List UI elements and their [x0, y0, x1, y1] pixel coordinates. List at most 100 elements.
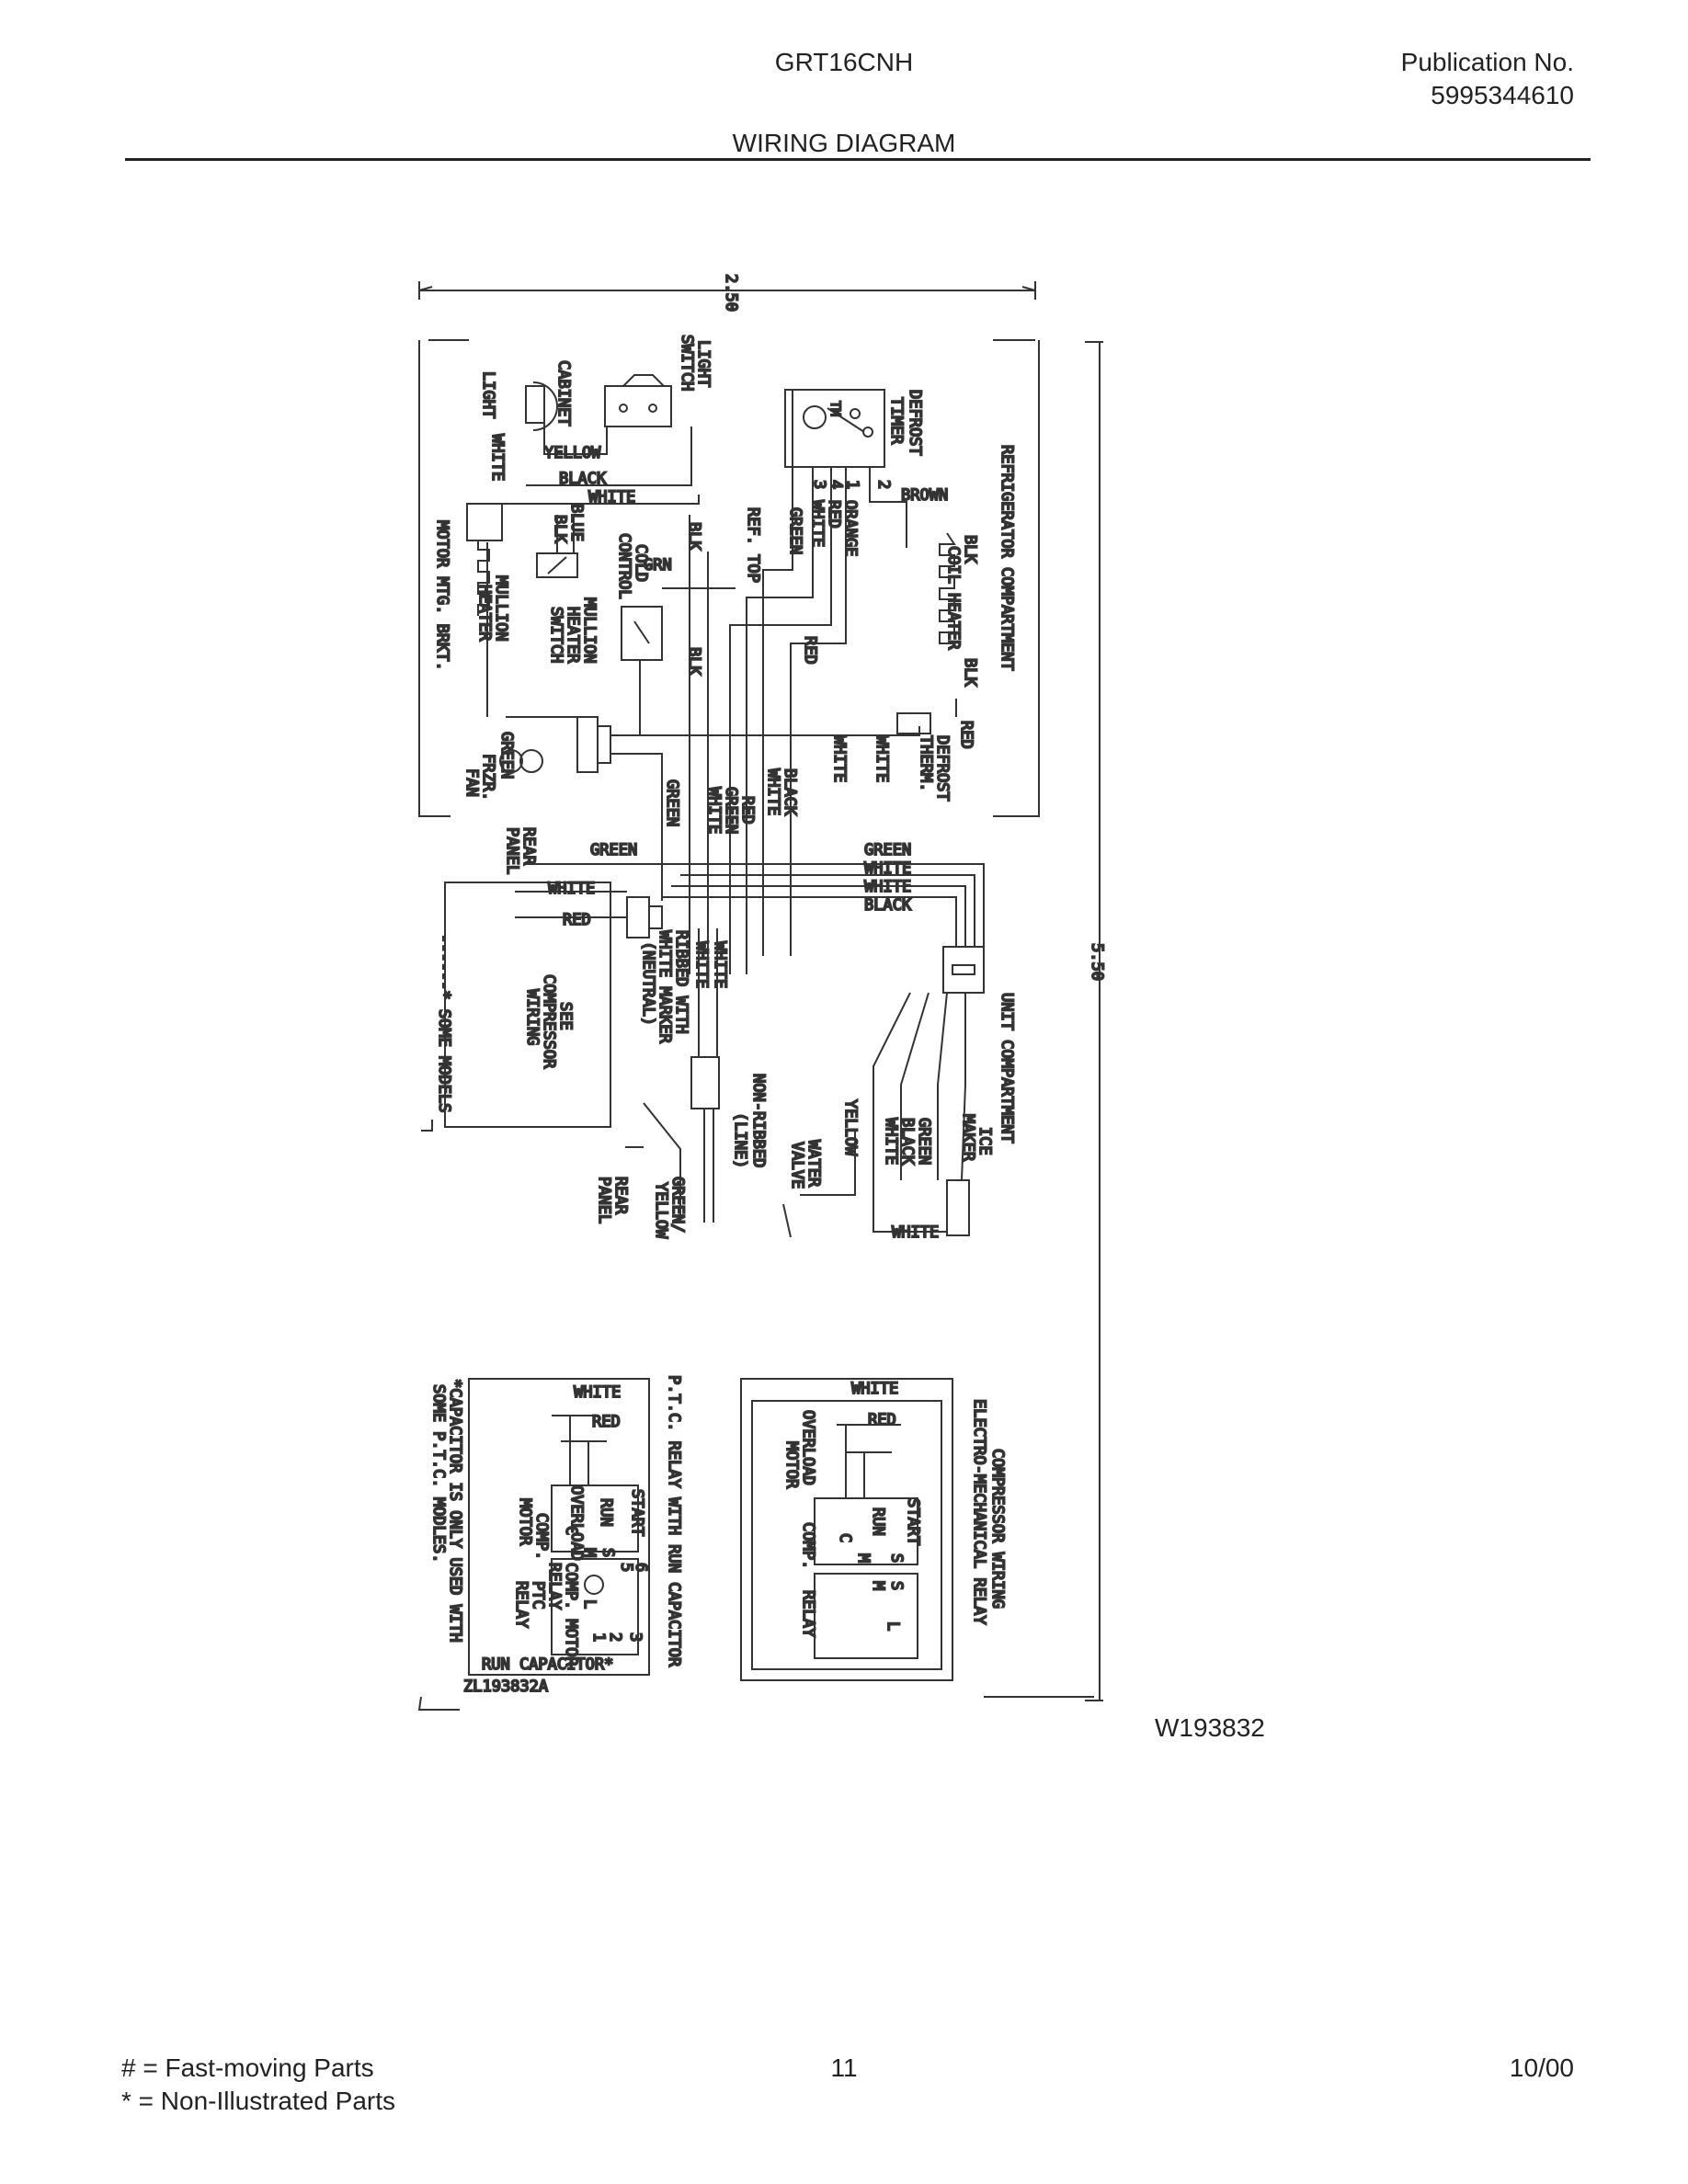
legend-non-illustrated: * = Non-Illustrated Parts — [121, 2087, 396, 2115]
ice-maker-label-2: MAKER — [959, 1114, 977, 1162]
em-m-label: M — [854, 1553, 873, 1563]
wire-red-therm-label: RED — [957, 721, 975, 749]
dim-width-label: 2.50 — [722, 274, 740, 312]
defrost-therm-label-2: THERM. — [917, 735, 935, 791]
ptc-relay2-label: RELAY — [512, 1581, 530, 1628]
wire-blk-coil-1: BLK — [961, 535, 979, 563]
page-title: WIRING DIAGRAM — [732, 129, 956, 157]
wire-white-label: WHITE — [588, 488, 635, 506]
green-yellow-label-1: GREEN/ — [668, 1177, 687, 1233]
em-c-label: C — [836, 1533, 854, 1542]
ptc-comp-label: COMP. — [532, 1513, 551, 1560]
ptc-start-label: START — [628, 1489, 646, 1536]
publication-number: 5995344610 — [1431, 81, 1574, 109]
model-number: GRT16CNH — [774, 48, 914, 76]
wire-white-vert3-label: WHITE — [705, 787, 724, 834]
date-code: 10/00 — [1509, 2053, 1574, 2082]
wire-white-therm-label: WHITE — [873, 735, 891, 782]
light-switch-label-2: SWITCH — [678, 335, 696, 391]
rear-panel-label-1: REAR — [519, 827, 538, 866]
defrost-timer-icon — [784, 389, 885, 468]
rear-panel-label-2: PANEL — [503, 827, 521, 874]
cold-control-label-1: COLD — [632, 544, 650, 582]
mullion-switch-label-1: MULLION — [580, 597, 599, 664]
wire-black-ice-label: BLACK — [898, 1118, 917, 1166]
em-s-label: S — [887, 1553, 906, 1563]
wire-green-fan-label: GREEN — [497, 732, 516, 779]
ref-top-label: REF. TOP — [744, 507, 762, 583]
mullion-switch-label-2: HEATER — [564, 607, 582, 664]
ice-maker-icon — [946, 1179, 970, 1236]
em-white-label: WHITE — [851, 1380, 898, 1398]
water-valve-label-2: VALVE — [788, 1142, 806, 1189]
unit-connector-icon — [942, 946, 985, 994]
wire-red-mid-label: RED — [801, 636, 819, 665]
timer-terminal-4: 4 — [827, 480, 845, 489]
coil-heater-icon — [939, 532, 956, 644]
wire-green-ice-label: GREEN — [915, 1118, 933, 1165]
ptc-1-label: 1 — [589, 1632, 608, 1642]
page-number: 11 — [830, 2053, 858, 2082]
wire-white-vert2-label: WHITE — [764, 768, 782, 815]
defrost-timer-label-1: DEFROST — [906, 390, 924, 456]
wire-paths — [486, 390, 985, 1238]
em-relay-diagram — [740, 1378, 953, 1681]
wire-white-harness2-label: WHITE — [692, 941, 711, 988]
wire-white-therm2-label: WHITE — [830, 735, 849, 782]
see-compressor-label-2: COMPRESSOR — [540, 974, 558, 1069]
wire-white-timer-label: WHITE — [808, 500, 827, 547]
wire-blk-top-label: BLK — [685, 522, 703, 551]
drawing-number: ZL193832A — [463, 1678, 548, 1696]
rear-panel-lower-label-2: PANEL — [595, 1177, 613, 1223]
ice-maker-label-1: ICE — [975, 1127, 994, 1155]
frzr-fan-label-2: FAN — [462, 768, 481, 797]
ptc-red-label: RED — [592, 1413, 621, 1431]
wire-white-harness-label: WHITE — [711, 941, 729, 988]
frzr-fan-label-1: FRZR. — [479, 754, 497, 801]
wire-white-vert-label: WHITE — [488, 434, 507, 481]
em-l-label: L — [884, 1621, 902, 1631]
defrost-therm-label-1: DEFROST — [933, 735, 952, 802]
ptc-motor-label: MOTOR — [516, 1498, 534, 1546]
wire-green-panel-label: GREEN — [590, 841, 637, 859]
ptc-5-label: 5 — [617, 1563, 635, 1572]
timer-terminal-3: 3 — [810, 480, 828, 489]
header-rule — [125, 158, 1591, 161]
mullion-heater-label-2: HEATER — [475, 585, 494, 642]
wire-green-vert2-label: GREEN — [663, 779, 681, 826]
see-compressor-label-1: SEE — [556, 1002, 575, 1030]
ptc-relay-diagram — [468, 1378, 650, 1676]
coil-heater-label: COIL HEATER — [944, 546, 963, 650]
green-yellow-label-2: YELLOW — [652, 1182, 670, 1239]
timer-terminal-1: 1 — [843, 480, 861, 489]
ptc-relay-label: RELAY — [545, 1563, 564, 1610]
timer-terminal-2: 2 — [874, 480, 893, 489]
em-overload-label: OVERLOAD — [799, 1410, 817, 1485]
em-motor-label: MOTOR — [782, 1441, 801, 1489]
wire-green-right-label: GREEN — [864, 841, 911, 859]
ptc-l-label: L — [580, 1599, 599, 1609]
ptc-overload-label: OVERLOAD — [567, 1485, 586, 1561]
refrigerator-compartment-label: REFRIGERATOR COMPARTMENT — [998, 445, 1016, 671]
wire-orange-label: ORANGE — [841, 500, 860, 556]
dim-height-label: 5.50 — [1088, 943, 1106, 981]
cold-control-icon — [621, 606, 663, 661]
mullion-switch-icon — [536, 552, 578, 578]
em-run-label: RUN — [869, 1507, 887, 1536]
ptc-ptc-label: PTC — [529, 1581, 547, 1610]
mullion-heater-label-1: MULLION — [492, 575, 510, 642]
publication-label: Publication No. — [1400, 48, 1574, 76]
ribbed-label-1: RIBBED WITH — [672, 930, 690, 1034]
ribbed-label-2: WHITE MARKER — [656, 930, 674, 1044]
ptc-note-1: *CAPACITOR IS ONLY USED WITH — [446, 1379, 464, 1643]
wire-brown-label: BROWN — [901, 486, 948, 505]
defrost-therm-icon — [896, 712, 931, 734]
some-models-label: ------* SOME MODELS — [435, 934, 453, 1112]
dimension-lines — [418, 281, 1103, 1701]
nonribbed-label-2: (LINE) — [731, 1112, 749, 1168]
em-m2-label: M — [869, 1581, 887, 1590]
light-label: LIGHT — [479, 371, 497, 418]
em-start-label: START — [904, 1498, 922, 1545]
drawing-part-number: W193832 — [1155, 1713, 1265, 1742]
wire-blue-label: BLUE — [567, 504, 586, 541]
